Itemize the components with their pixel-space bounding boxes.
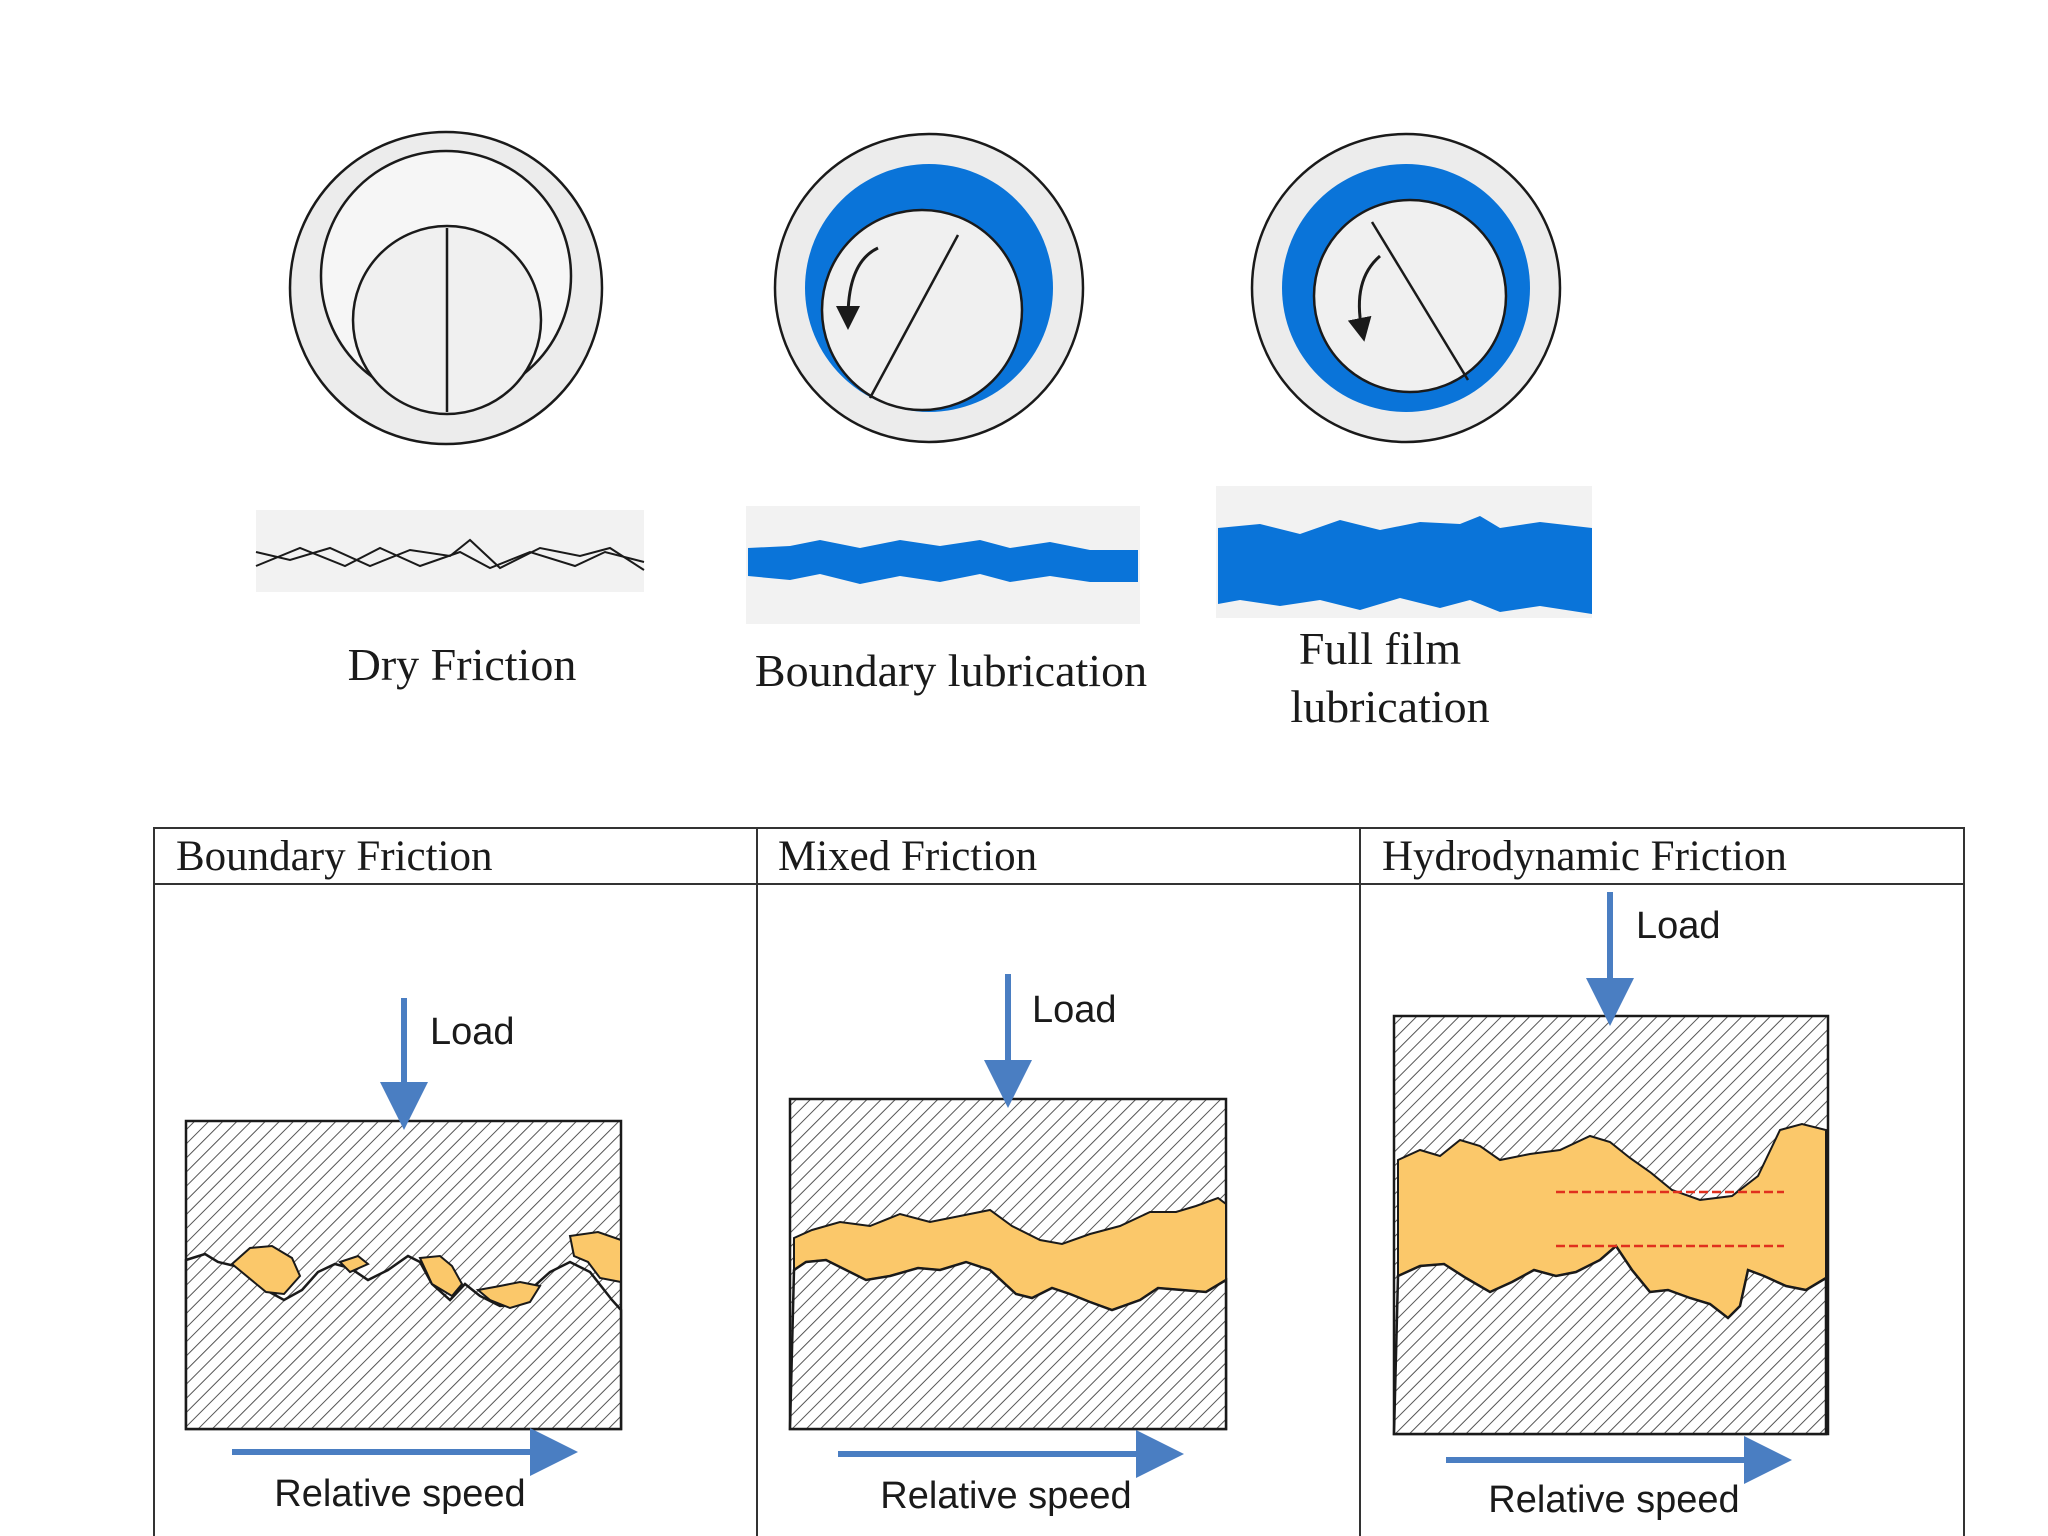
full-film-bearing bbox=[1250, 132, 1562, 444]
mixed-speed-label: Relative speed bbox=[880, 1475, 1131, 1517]
boundary-lubrication-label: Boundary lubrication bbox=[755, 645, 1147, 696]
header-mixed-friction: Mixed Friction bbox=[778, 833, 1037, 880]
boundary-load-label: Load bbox=[430, 1011, 515, 1053]
header-boundary-friction: Boundary Friction bbox=[176, 833, 493, 880]
boundary-lubrication-surface bbox=[746, 506, 1140, 624]
friction-table bbox=[153, 827, 1965, 1536]
hydrodynamic-load-label: Load bbox=[1636, 905, 1721, 947]
boundary-friction-block bbox=[184, 1119, 623, 1431]
mixed-load-label: Load bbox=[1032, 989, 1117, 1031]
dry-friction-label: Dry Friction bbox=[348, 639, 577, 690]
hydrodynamic-speed-label: Relative speed bbox=[1488, 1479, 1739, 1521]
full-film-label-line2: lubrication bbox=[1290, 681, 1489, 732]
boundary-lubrication-bearing bbox=[773, 132, 1085, 444]
full-film-surface bbox=[1216, 486, 1592, 618]
dry-friction-surface bbox=[255, 510, 645, 592]
mixed-friction-block bbox=[788, 1097, 1228, 1431]
full-film-label-line1: Full film bbox=[1299, 623, 1462, 674]
dry-friction-bearing bbox=[288, 130, 604, 446]
header-hydrodynamic-friction: Hydrodynamic Friction bbox=[1382, 833, 1787, 880]
hydrodynamic-friction-block bbox=[1392, 1014, 1830, 1436]
boundary-speed-label: Relative speed bbox=[274, 1473, 525, 1515]
